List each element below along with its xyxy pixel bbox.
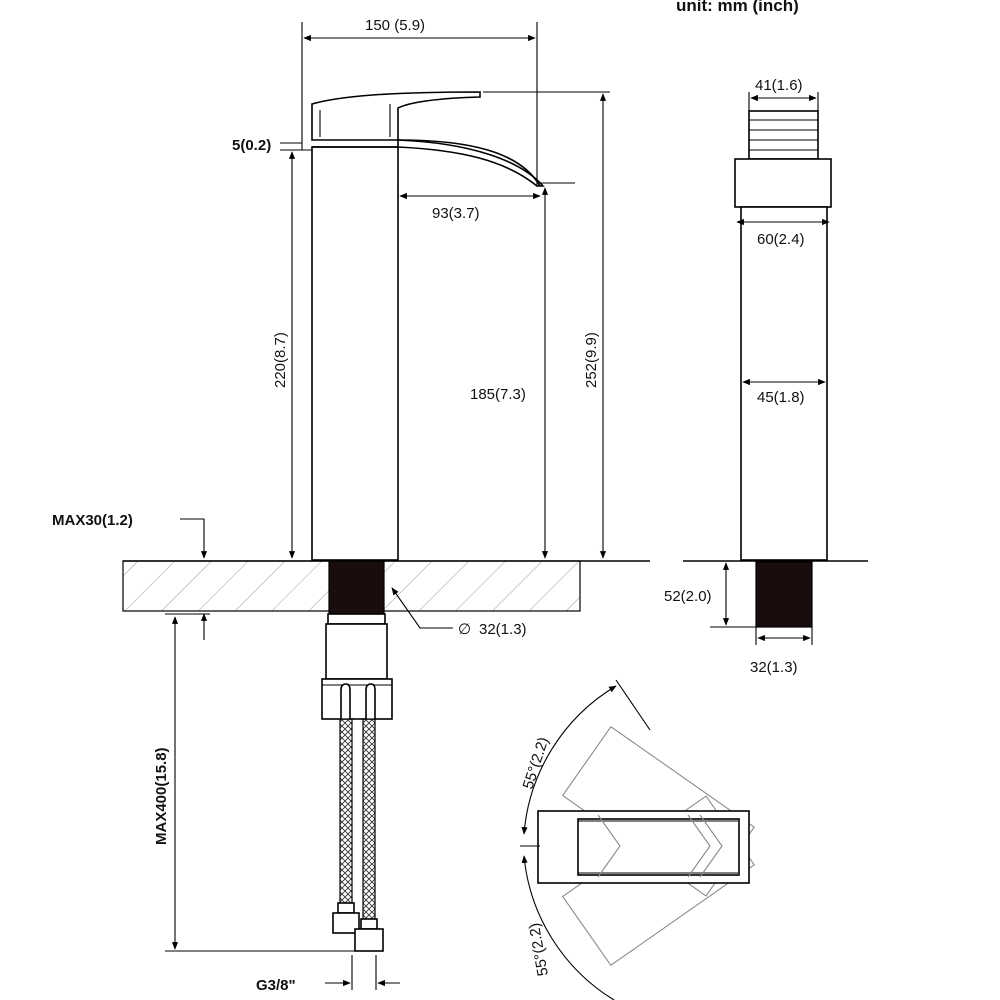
dim-body-width-top: 60(2.4) [757, 231, 805, 248]
dim-body-width: 45(1.8) [757, 389, 805, 406]
top-view: 55°(2.2) 55°(2.2) [520, 679, 755, 1000]
dim-hose-length: MAX400(15.8) [153, 747, 170, 845]
hose-right [362, 718, 376, 925]
spout [397, 139, 545, 187]
diameter-symbol: ∅ [458, 621, 471, 638]
dim-angle-upper: 55°(2.2) [520, 735, 553, 791]
side-handle [748, 110, 819, 160]
side-view: 41(1.6) 60(2.4) 45(1.8) 52(2.0) 32(1.3) [664, 77, 868, 676]
dim-overall-height: 252(9.9) [583, 332, 600, 388]
side-shank [755, 561, 813, 628]
dim-shank-diameter: 32(1.3) [750, 659, 798, 676]
top-handle [577, 818, 740, 876]
dim-hole-diameter: 32(1.3) [479, 621, 527, 638]
faucet-body [311, 146, 399, 561]
mounting-nut [325, 623, 388, 680]
dim-spout-height: 185(7.3) [470, 386, 526, 403]
dim-spout-reach: 93(3.7) [432, 205, 480, 222]
front-view: 150 (5.9) 5(0.2) 93(3.7) 220(8.7) 185(7.… [52, 17, 650, 994]
dim-body-height: 220(8.7) [272, 332, 289, 388]
hose-left [339, 718, 353, 910]
dim-base-thickness: 5(0.2) [232, 137, 271, 154]
dim-overall-width: 150 (5.9) [365, 17, 425, 34]
side-body [740, 206, 828, 561]
shank [328, 560, 385, 615]
handle [311, 91, 481, 141]
dim-shank-length: 52(2.0) [664, 588, 712, 605]
unit-label: unit: mm (inch) [676, 0, 799, 15]
dim-angle-lower: 55°(2.2) [526, 922, 552, 978]
dim-hose-thread: G3/8" [256, 977, 296, 994]
dim-top-handle-width: 41(1.6) [755, 77, 803, 94]
dim-max-deck: MAX30(1.2) [52, 512, 133, 529]
